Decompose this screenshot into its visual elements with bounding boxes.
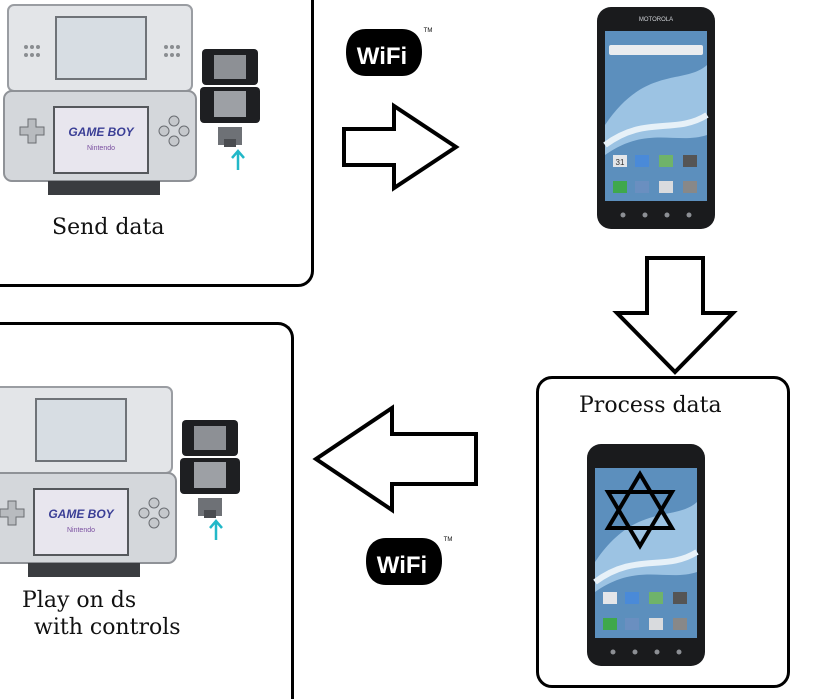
- gameboy-screen-text: GAME BOY: [48, 507, 114, 521]
- ds-lite-console-top: GAME BOY Nintendo: [3, 4, 197, 195]
- process-data-label: Process data: [579, 393, 722, 418]
- star-of-david-icon: [604, 470, 676, 550]
- wifi-text: WiFi: [357, 43, 407, 70]
- ds-black-with-cartridge-bottom: [180, 420, 240, 518]
- motorola-brand-text: MOTOROLA: [639, 17, 673, 23]
- wifi-logo-icon: WiFi TM: [346, 28, 433, 76]
- nintendo-screen-text: Nintendo: [67, 527, 95, 534]
- right-arrow: [342, 102, 460, 192]
- play-on-ds-label: Play on ds: [22, 588, 137, 613]
- ds-lite-console-bottom: GAME BOY Nintendo: [0, 386, 177, 577]
- wifi-tm: TM: [424, 28, 433, 34]
- connector-arrow-icon: [209, 519, 223, 540]
- down-arrow: [612, 256, 738, 375]
- motorola-phone-top: MOTOROLA 31: [597, 7, 715, 229]
- wifi-text: WiFi: [377, 552, 427, 579]
- with-controls-label: with controls: [34, 615, 181, 640]
- wifi-tm: TM: [444, 537, 453, 543]
- ds-black-with-cartridge-top: [200, 49, 260, 147]
- connector-arrow-icon: [231, 149, 245, 170]
- calendar-day-text: 31: [616, 158, 625, 167]
- nintendo-screen-text: Nintendo: [87, 145, 115, 152]
- gameboy-screen-text: GAME BOY: [68, 125, 134, 139]
- wifi-logo-icon: WiFi TM: [366, 537, 453, 585]
- left-arrow: [312, 404, 478, 514]
- send-data-label: Send data: [52, 215, 165, 240]
